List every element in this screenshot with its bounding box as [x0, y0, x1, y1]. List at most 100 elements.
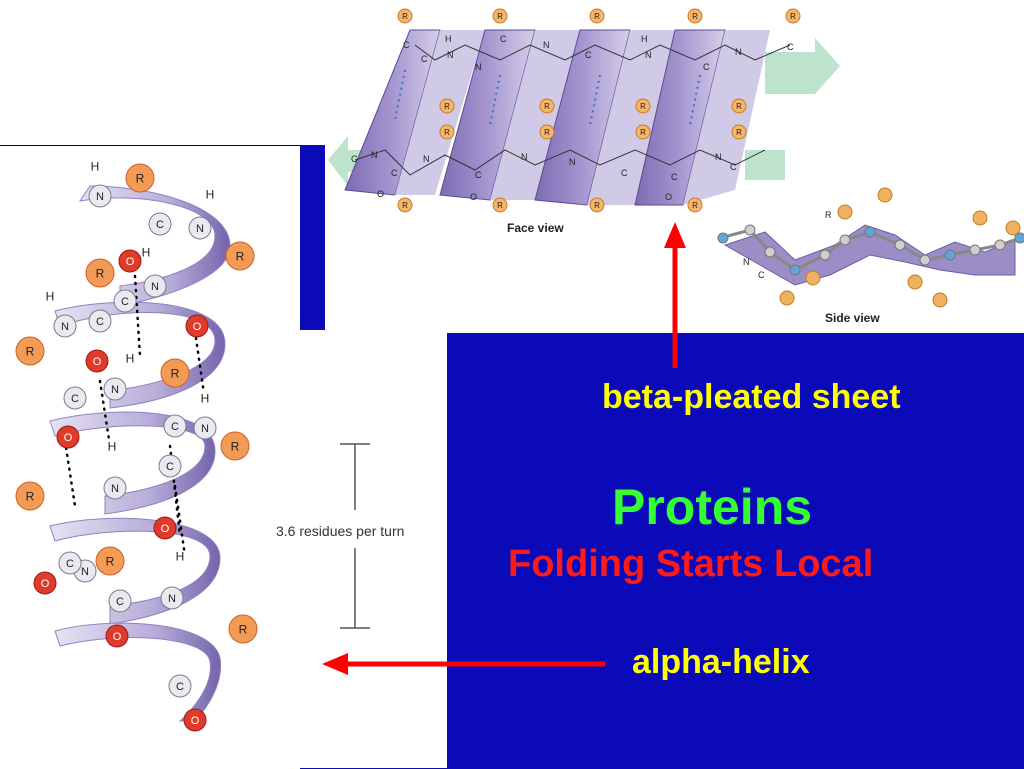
side-chain-atom	[837, 204, 853, 220]
hydrogen-atom: H	[43, 289, 57, 303]
hydrogen-atom: H	[88, 159, 102, 173]
svg-text:O: O	[191, 715, 200, 727]
atom-label: C	[351, 154, 358, 164]
backbone-atom	[894, 239, 906, 251]
side-view-illustration: N C R Side view	[717, 187, 1024, 325]
atom-label: C	[403, 40, 410, 50]
side-chain-atom	[907, 274, 923, 290]
svg-text:N: N	[196, 223, 204, 235]
atom-label: C	[703, 62, 710, 72]
svg-text:C: C	[171, 421, 179, 433]
r-group-atom: R	[439, 98, 455, 114]
atom-label: C	[475, 170, 482, 180]
carbon-atom: C	[163, 414, 187, 438]
r-group-atom: R	[397, 197, 413, 213]
svg-text:O: O	[93, 356, 102, 368]
r-group-atom: R	[635, 124, 651, 140]
arrow-to-beta-sheet	[664, 222, 686, 368]
r-group-atom: R	[492, 8, 508, 24]
side-chain-atom	[805, 270, 821, 286]
atom-label: N	[447, 50, 454, 60]
svg-text:R: R	[402, 201, 408, 210]
backbone-atom	[994, 239, 1006, 251]
r-group-atom: R	[687, 197, 703, 213]
atom-label: C	[787, 42, 794, 52]
atom-label: H	[641, 34, 648, 44]
atom-label: H	[445, 34, 452, 44]
svg-text:O: O	[193, 321, 202, 333]
carbon-atom: C	[148, 212, 172, 236]
backbone-atom	[744, 224, 756, 236]
svg-text:R: R	[444, 102, 450, 111]
svg-text:H: H	[201, 391, 210, 405]
svg-text:R: R	[497, 12, 503, 21]
svg-text:O: O	[113, 631, 122, 643]
side-chain-atom	[877, 187, 893, 203]
r-group-atom: R	[589, 197, 605, 213]
nitrogen-atom: N	[188, 216, 212, 240]
hydrogen-atom: H	[139, 245, 153, 259]
svg-text:R: R	[106, 554, 115, 568]
arrow-to-alpha-helix	[322, 653, 605, 675]
beta-pleated-sheet-label: beta-pleated sheet	[602, 378, 901, 416]
r-group-atom: R	[539, 124, 555, 140]
side-chain-atom	[932, 292, 948, 308]
backbone-atom	[1014, 232, 1024, 244]
svg-text:N: N	[168, 593, 176, 605]
svg-text:R: R	[444, 128, 450, 137]
svg-text:H: H	[46, 289, 55, 303]
atom-label: C	[391, 168, 398, 178]
oxygen-atom: O	[85, 349, 109, 373]
backbone-atom	[789, 264, 801, 276]
svg-text:R: R	[692, 12, 698, 21]
svg-text:N: N	[111, 384, 119, 396]
r-group-atom: R	[85, 258, 115, 288]
atom-label: O	[665, 192, 672, 202]
atom-label: O	[377, 189, 384, 199]
carbon-atom: C	[158, 454, 182, 478]
r-group-atom: R	[15, 336, 45, 366]
hydrogen-atom: H	[105, 439, 119, 453]
nitrogen-atom: N	[160, 586, 184, 610]
backbone-atom	[839, 234, 851, 246]
oxygen-atom: O	[56, 425, 80, 449]
atom-label: C	[500, 34, 507, 44]
alpha-helix-illustration: RRRRRRRRROOOOOOOONNNNNNNNNCCCCCCCCCHHHHH…	[15, 159, 258, 732]
oxygen-atom: O	[33, 571, 57, 595]
svg-text:O: O	[161, 523, 170, 535]
svg-text:N: N	[81, 566, 89, 578]
svg-text:N: N	[151, 281, 159, 293]
alpha-helix-label: alpha-helix	[632, 643, 810, 681]
svg-text:R: R	[239, 622, 248, 636]
svg-text:N: N	[96, 191, 104, 203]
side-chain-atom	[779, 290, 795, 306]
svg-text:N: N	[201, 423, 209, 435]
r-group-atom: R	[220, 431, 250, 461]
face-view-caption: Face view	[507, 221, 564, 235]
svg-text:C: C	[121, 296, 129, 308]
r-group-atom: R	[731, 124, 747, 140]
nitrogen-atom: N	[193, 416, 217, 440]
nitrogen-atom: N	[103, 476, 127, 500]
hydrogen-atom: H	[203, 187, 217, 201]
top-left-background	[0, 0, 325, 145]
residues-per-turn-caption: 3.6 residues per turn	[276, 523, 405, 539]
helix-atoms: RRRRRRRRROOOOOOOONNNNNNNNNCCCCCCCCCHHHHH…	[15, 159, 258, 732]
oxygen-atom: O	[185, 314, 209, 338]
r-group-atom: R	[15, 481, 45, 511]
svg-text:R: R	[594, 12, 600, 21]
atom-label: N	[371, 150, 378, 160]
side-view-caption: Side view	[825, 311, 880, 325]
r-group-atom: R	[785, 8, 801, 24]
carbon-atom: C	[63, 386, 87, 410]
nitrogen-atom: N	[53, 314, 77, 338]
pleat-planes	[344, 29, 770, 206]
atom-label: N	[423, 154, 430, 164]
svg-text:C: C	[116, 596, 124, 608]
backbone-atom	[717, 232, 729, 244]
atom-label: C	[585, 50, 592, 60]
